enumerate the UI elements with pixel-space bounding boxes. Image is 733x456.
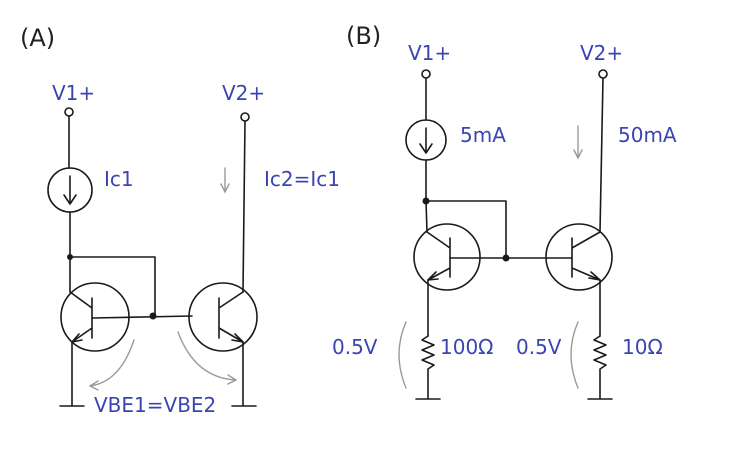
panel-a-v2-label: V2+ xyxy=(222,81,265,105)
panel-a-v2-terminal xyxy=(240,112,250,122)
panel-a-diode-link xyxy=(69,256,156,315)
panel-b-v2-wire xyxy=(599,77,604,233)
panel-b: (B) V1+ V2+ 5mA 50mA xyxy=(332,22,677,400)
panel-a-vbe1-arrow-icon xyxy=(89,339,135,387)
panel-a-q2-symbol-icon xyxy=(218,291,244,343)
panel-b-q2-symbol-icon xyxy=(571,231,601,281)
panel-a-v1-terminal xyxy=(64,107,74,117)
panel-a-current-direction-icon xyxy=(220,167,230,194)
panel-a-mirror-label: Ic2=Ic1 xyxy=(264,167,340,191)
panel-b-v1-terminal xyxy=(421,69,431,79)
panel-a-vbe2-arrowhead-icon xyxy=(227,374,237,385)
panel-a: (A) V1+ V2+ Ic1 Ic2=Ic1 xyxy=(20,24,340,417)
panel-b-resistor-left-icon xyxy=(421,335,435,399)
panel-b-right-voltage-bracket-icon xyxy=(570,321,579,389)
panel-b-source-label: 5mA xyxy=(460,123,506,147)
panel-a-transistor-q2 xyxy=(188,282,258,352)
panel-a-vbe-label: VBE1=VBE2 xyxy=(94,393,216,417)
panel-a-v2-wire xyxy=(242,120,246,293)
panel-a-vbe2-arrow-icon xyxy=(177,331,237,381)
panel-b-v2-terminal xyxy=(598,69,608,79)
panel-b-left-voltage-bracket-icon xyxy=(398,321,407,389)
panel-b-right-voltage: 0.5V xyxy=(516,335,562,359)
panel-b-current-direction-icon xyxy=(573,125,583,160)
panel-b-diode-link xyxy=(425,200,507,259)
panel-a-base-line xyxy=(91,315,193,319)
panel-b-v1-label: V1+ xyxy=(408,41,451,65)
panel-b-left-voltage: 0.5V xyxy=(332,335,378,359)
panel-a-title: (A) xyxy=(20,24,55,52)
panel-a-source-label: Ic1 xyxy=(104,167,134,191)
panel-a-q1-symbol-icon xyxy=(69,291,93,343)
panel-a-vbe1-arrowhead-icon xyxy=(89,380,99,391)
panel-b-title: (B) xyxy=(346,22,381,50)
panel-b-mirror-label: 50mA xyxy=(618,123,677,147)
panel-b-q1-collector-wire xyxy=(425,200,428,233)
panel-b-transistor-q1 xyxy=(413,223,481,291)
panel-b-v2-label: V2+ xyxy=(580,41,623,65)
panel-b-current-arrow-icon xyxy=(419,127,433,154)
panel-b-left-resistor-label: 100Ω xyxy=(440,335,493,359)
panel-a-current-arrow-icon xyxy=(63,175,77,205)
panel-b-right-resistor-label: 10Ω xyxy=(622,335,663,359)
panel-a-base-junction xyxy=(149,312,157,320)
panel-a-v1-label: V1+ xyxy=(52,81,95,105)
panel-b-resistor-right-icon xyxy=(593,335,607,399)
panel-b-transistor-q2 xyxy=(545,223,613,291)
panel-b-q1-symbol-icon xyxy=(426,231,451,281)
panel-b-base-junction xyxy=(502,254,510,262)
